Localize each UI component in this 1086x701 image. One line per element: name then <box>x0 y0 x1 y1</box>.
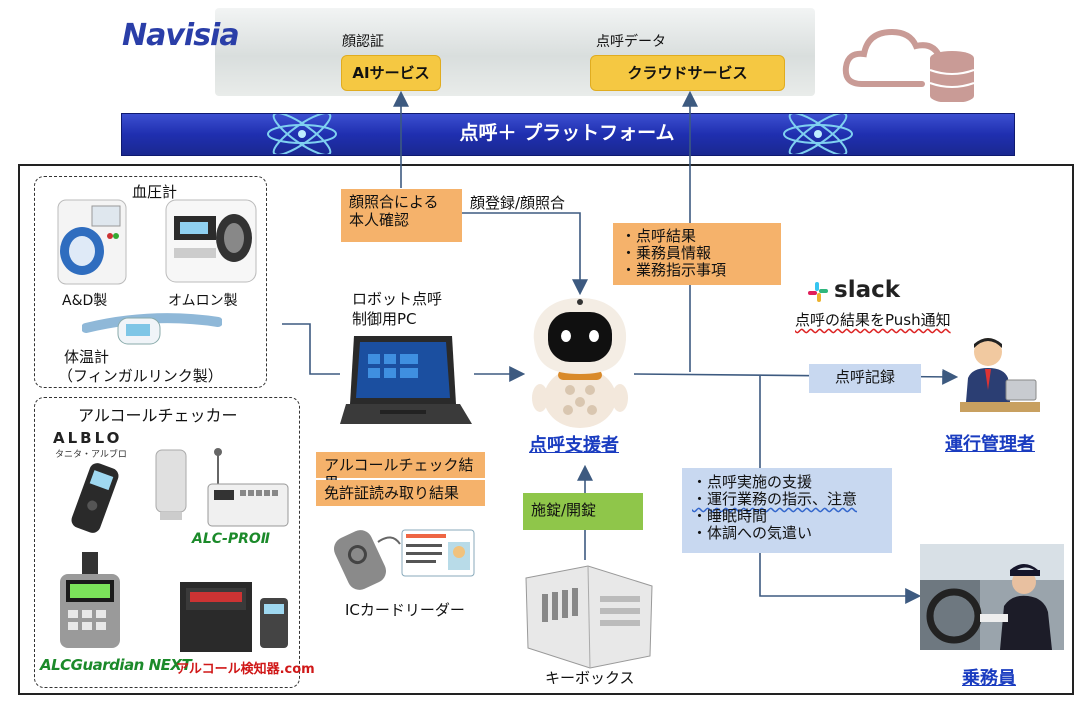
thermometer-maker: （フィンガルリンク製） <box>58 367 223 385</box>
alcohol-detector-device-image <box>180 582 288 652</box>
thermometer-label: 体温計 <box>64 348 110 366</box>
support-item: ・睡眠時間 <box>692 507 768 525</box>
blood-pressure-title: 血圧計 <box>132 183 178 201</box>
cloud-service-box[interactable]: クラウドサービス <box>590 55 785 91</box>
tenko-data-caption: 点呼データ <box>596 34 666 50</box>
omron-label: オムロン製 <box>168 293 238 309</box>
ic-reader-label: ICカードリーダー <box>345 601 465 619</box>
face-match-box: 顔照合による 本人確認 <box>341 189 462 242</box>
tenko-results-box: ・点呼結果 ・乗務員情報 ・業務指示事項 <box>613 223 781 285</box>
manager-role-label[interactable]: 運行管理者 <box>945 434 1035 455</box>
face-auth-caption: 顔認証 <box>342 34 384 50</box>
ic-card-reader-image <box>333 529 475 590</box>
key-box-image <box>525 565 653 669</box>
license-result-box: 免許証読み取り結果 <box>316 480 485 506</box>
push-notice-label: 点呼の結果をPush通知 <box>795 311 951 329</box>
health-devices-group <box>34 176 267 388</box>
tenko-result-item: ・点呼結果 <box>621 227 697 245</box>
system-frame <box>18 164 1074 695</box>
tenko-result-item: ・業務指示事項 <box>621 261 727 279</box>
robot-role-label[interactable]: 点呼支援者 <box>529 435 619 456</box>
alcohol-checkers-group <box>34 397 300 688</box>
support-item: ・体調への気遣い <box>692 524 813 542</box>
alcguardian-device-image <box>60 552 120 648</box>
tenko-result-item: ・乗務員情報 <box>621 244 712 262</box>
alc-pro-device-image <box>155 448 289 527</box>
lock-unlock-box: 施錠/開錠 <box>523 493 643 530</box>
alcohol-checker-title: アルコールチェッカー <box>78 406 238 425</box>
slack-wordmark: slack <box>834 277 901 303</box>
atom-icon-right <box>783 114 853 154</box>
ai-service-box[interactable]: AIサービス <box>341 55 441 91</box>
alcohol-detector-brand: アルコール検知器.com <box>176 662 315 677</box>
pc-label-line1: ロボット点呼 <box>352 290 443 308</box>
platform-title: 点呼＋ プラットフォーム <box>459 122 675 144</box>
crew-driver-image <box>920 544 1064 650</box>
and-label: A&D製 <box>62 293 108 309</box>
alblo-device-image <box>71 463 119 533</box>
alcguardian-brand: ALCGuardian NEXT <box>40 656 192 674</box>
navisia-logo: Navisia <box>122 18 240 53</box>
manager-image <box>960 338 1040 412</box>
face-register-label: 顔登録/顔照合 <box>470 194 566 212</box>
thermometer-image <box>82 313 222 345</box>
alc-pro-brand: ALC-PROⅡ <box>192 531 271 547</box>
cloud-database-icon <box>842 28 975 102</box>
platform-bar[interactable] <box>121 113 1015 156</box>
support-items-box: ・点呼実施の支援 ・運行業務の指示、注意 ・睡眠時間 ・体調への気遣い <box>682 468 892 553</box>
omron-blood-pressure-monitor <box>165 199 257 283</box>
slack-icon <box>808 282 828 302</box>
face-match-line1: 顔照合による <box>349 193 439 211</box>
robot-image <box>532 298 628 428</box>
support-item: ・点呼実施の支援 <box>692 473 813 491</box>
tenko-record-box: 点呼記録 <box>809 364 921 393</box>
support-item: ・運行業務の指示、注意 <box>692 490 858 508</box>
alblo-brand: ALBLO <box>53 429 123 447</box>
key-box-label: キーボックス <box>545 669 635 687</box>
pc-label-line2: 制御用PC <box>352 310 417 328</box>
alblo-sub: タニタ・アルブロ <box>55 450 127 460</box>
crew-role-label[interactable]: 乗務員 <box>962 668 1016 689</box>
atom-icon-left <box>267 114 337 154</box>
alcohol-result-box: アルコールチェック結果 <box>316 452 485 492</box>
laptop-pc-image <box>340 336 472 424</box>
face-match-line2: 本人確認 <box>349 211 410 229</box>
and-blood-pressure-monitor <box>57 199 127 285</box>
